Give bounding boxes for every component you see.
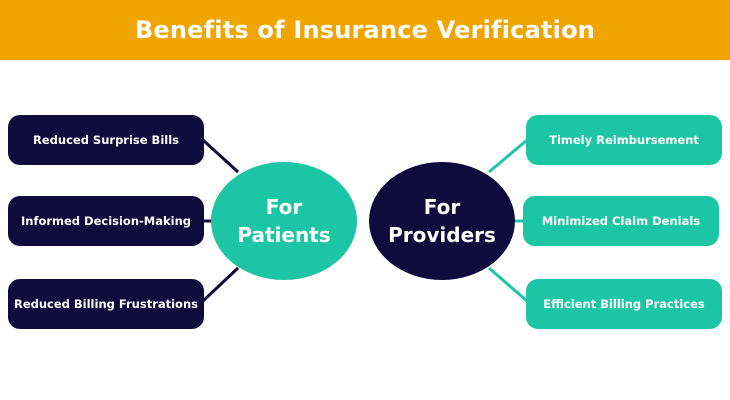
connector-providers-1 [488,138,528,174]
patients-benefit-informed-decision-making: Informed Decision-Making [8,196,204,246]
benefit-label: Reduced Billing Frustrations [13,297,198,311]
benefit-label: Minimized Claim Denials [541,214,701,228]
providers-benefit-timely-reimbursement: Timely Reimbursement [526,115,722,165]
connector-providers-3 [488,266,528,303]
providers-benefit-minimized-claim-denials: Minimized Claim Denials [523,196,719,246]
connector-patients-3 [201,266,240,303]
for-providers-circle: For Providers [369,162,515,280]
benefit-label: Timely Reimbursement [549,133,699,147]
benefit-label: Efficient Billing Practices [543,297,705,311]
connector-patients-1 [201,138,240,174]
page-title: Benefits of Insurance Verification [134,16,596,44]
patients-circle-line1: For [265,195,303,219]
providers-circle-line1: For [423,195,461,219]
patients-benefit-reduced-surprise-bills: Reduced Surprise Bills [8,115,204,165]
benefit-label: Informed Decision-Making [20,214,192,228]
patients-circle-line2: Patients [237,223,331,247]
providers-circle-line2: Providers [388,223,496,247]
patients-benefit-reduced-billing-frustrations: Reduced Billing Frustrations [8,279,204,329]
benefit-label: Reduced Surprise Bills [33,133,179,147]
for-patients-circle: For Patients [211,162,357,280]
title-banner: Benefits of Insurance Verification [0,0,730,60]
providers-benefit-efficient-billing-practices: Efficient Billing Practices [526,279,722,329]
